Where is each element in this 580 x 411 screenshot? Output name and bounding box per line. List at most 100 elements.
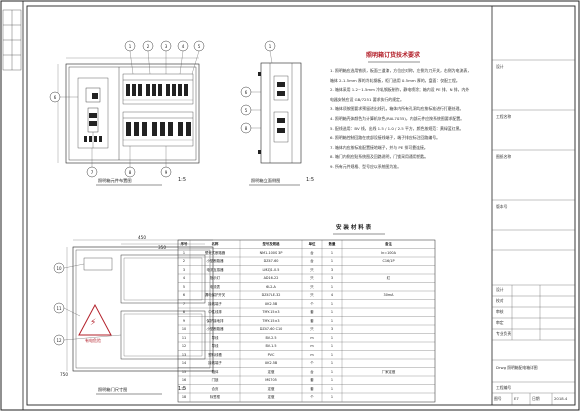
table-cell: m: [310, 352, 314, 357]
table-cell: m: [310, 344, 314, 349]
door-width-dimension: 450: [138, 235, 146, 240]
titleblock-label: 设计: [496, 64, 504, 69]
table-cell: 16: [181, 378, 187, 383]
titleblock-label: 图纸名称: [496, 154, 512, 159]
table-cell: 2: [182, 259, 186, 264]
table-cell: AD16-22: [263, 276, 279, 281]
table-cell: 7: [182, 301, 186, 306]
note-line: 6. 照明箱控制回路在底部设接线端子，端子排应标注回路编号。: [330, 135, 440, 141]
table-cell: m: [310, 335, 314, 340]
table-cell: 只: [310, 284, 314, 289]
table-cell: 12: [181, 344, 187, 349]
table-cell: NM1-100S 3P: [259, 250, 283, 255]
table-cell: 6: [182, 293, 186, 298]
callout-number: 6: [53, 94, 57, 100]
table-cell: 6L2-A: [266, 284, 276, 289]
table-cell: DZ47LE-32: [261, 293, 281, 298]
table-header-cell: 型号及规格: [262, 242, 280, 247]
table-cell: 个: [310, 395, 314, 400]
callout-number: 1: [268, 43, 272, 49]
callout-number: 5: [197, 43, 201, 49]
table-cell: 套: [310, 310, 314, 315]
table-header-cell: 单位: [308, 242, 316, 247]
titleblock-role: 校对: [496, 298, 504, 303]
callout-number: 10: [56, 265, 62, 271]
table-cell: 3: [330, 276, 334, 281]
table-cell: 11: [181, 335, 187, 340]
table-cell: 红: [386, 276, 391, 281]
table-cell: 3: [182, 267, 186, 272]
table-cell: TMY-15×3: [262, 318, 280, 323]
note-line: 4. 照明箱壳体颜色为计算机灰色(RAL7035)，内部元件应按系统图要求配置。: [330, 116, 465, 121]
notes-title: 照明箱订货技术要求: [366, 52, 421, 59]
front-view-caption: 照明箱元件布置图: [98, 178, 132, 183]
table-cell: 个: [310, 301, 314, 306]
table-cell: 4: [182, 276, 186, 281]
table-cell: BV-2.5: [265, 335, 277, 340]
note-line: 电器安装应设 GB/7251 要求执行的规定。: [330, 96, 404, 102]
table-cell: 小型断路器: [206, 259, 224, 264]
titleblock-footer-cell: 日期: [532, 396, 540, 401]
table-cell: 1: [330, 284, 334, 289]
table-cell: 14: [181, 361, 187, 366]
titleblock-footer-cell: 图号: [494, 396, 502, 401]
callout-number: 8: [128, 169, 132, 175]
table-cell: 定做: [267, 386, 275, 391]
table-cell: 1: [330, 352, 334, 357]
table-cell: 1: [330, 369, 334, 374]
titleblock-footer-cell: 2018.4: [554, 396, 568, 401]
table-header-cell: 序号: [180, 242, 188, 247]
table-cell: In=100A: [381, 250, 396, 255]
table-cell: 1: [330, 250, 334, 255]
material-table-title: 安 装 材 料 表: [336, 225, 372, 231]
table-cell: 中性线排: [208, 310, 222, 315]
table-cell: 1: [330, 378, 334, 383]
note-line: 箱体 2-1.5mm 厚的冷轧钢板，柜门选用 0.5mm 厚的，盘面：仅配工程。: [330, 77, 460, 83]
note-line: 7. 箱体内应按标准配置接地端子，并与 PE 排可靠连接。: [330, 144, 428, 150]
table-cell: 定做: [267, 395, 275, 400]
table-cell: 小型断路器: [206, 327, 224, 332]
table-cell: LMZJ1-0.5: [262, 267, 280, 272]
table-cell: 3: [330, 327, 334, 332]
note-line: 5. 配线选用：BV 线，出线 1.5 / 1.0 / 2.5 平方，颜色按规范…: [330, 125, 464, 131]
table-cell: 30mA: [383, 293, 394, 298]
table-cell: 台: [310, 259, 314, 264]
table-cell: 只: [310, 276, 314, 281]
titleblock-footer-cell: E7: [514, 396, 519, 401]
table-cell: 1: [330, 318, 334, 323]
side-view-caption: 照明箱立面侧图: [251, 178, 281, 183]
table-cell: MS705: [265, 378, 277, 383]
table-cell: 10: [181, 327, 187, 332]
table-cell: 只: [310, 267, 314, 272]
table-cell: 4: [330, 293, 334, 298]
table-cell: 3: [330, 267, 334, 272]
titleblock-role: 审核: [496, 309, 504, 314]
warning-bolt-icon: ⚡: [90, 318, 97, 328]
titleblock-role: 设计: [496, 287, 504, 292]
front-view-scale: 1:5: [178, 177, 187, 183]
table-cell: 合页: [211, 386, 219, 391]
titleblock-role: 专业负责: [496, 331, 512, 336]
table-cell: 1: [330, 259, 334, 264]
table-cell: 只: [310, 327, 314, 332]
table-cell: 接线端子: [208, 361, 222, 366]
drawing-name: Drwg 照明箱配电箱详图: [496, 365, 538, 370]
note-line: 1. 照明箱应选用铁质，板面三道漆，方位应对称，左侧为刀开关，右侧为电流表，: [330, 68, 472, 73]
table-cell: 定做: [267, 369, 275, 374]
side-view-scale: 1:5: [306, 177, 315, 183]
titleblock-label: 版本号: [496, 204, 508, 209]
table-header-cell: 备注: [385, 242, 392, 247]
table-cell: 台: [310, 369, 314, 374]
table-cell: 1: [330, 344, 334, 349]
callout-number: 3: [164, 43, 168, 49]
callout-number: 1: [128, 43, 132, 49]
door-view-caption: 照明箱门尺寸图: [98, 387, 128, 392]
titleblock-label: 工程名称: [496, 114, 512, 119]
note-line: 2. 箱体采用 1.2~1.5mm 冷轧钢板制作，静电喷涂；箱内设 PE 排、N…: [330, 87, 470, 93]
table-cell: 1: [182, 250, 186, 255]
note-line: 9. 所有元件规格、型号应以系统图为准。: [330, 164, 402, 169]
table-cell: 台: [310, 250, 314, 255]
table-cell: 17: [181, 386, 187, 391]
table-cell: 导线: [211, 335, 219, 340]
